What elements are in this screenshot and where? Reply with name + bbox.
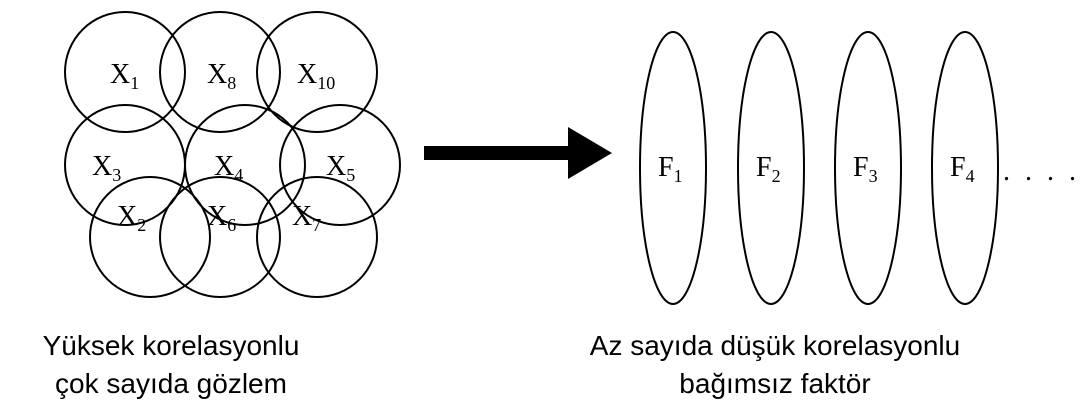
var-label-x5: X5 xyxy=(326,151,355,185)
circle-x4 xyxy=(184,104,306,226)
factor-labels: F1 F2 F3 F4 . . . . . xyxy=(658,152,1085,187)
factor-label-f2: F2 xyxy=(756,152,781,186)
arrow-head xyxy=(568,127,612,179)
var-label-x10: X10 xyxy=(297,59,335,93)
circle-x6 xyxy=(159,176,281,298)
ellipse-f4 xyxy=(931,31,999,305)
factor-label-f4: F4 xyxy=(950,152,975,186)
observation-labels: X1 X8 X10 X3 X4 X5 X2 X6 X7 xyxy=(92,59,355,235)
circle-x1 xyxy=(64,11,186,133)
left-caption-line1: Yüksek korelasyonlu xyxy=(43,330,300,361)
var-label-x7: X7 xyxy=(292,201,321,235)
factor-label-f1: F1 xyxy=(658,152,683,186)
var-label-x1: X1 xyxy=(110,59,139,93)
circle-x8 xyxy=(159,11,281,133)
var-label-x4: X4 xyxy=(214,151,243,185)
captions: Yüksek korelasyonlu çok sayıda gözlem Az… xyxy=(43,330,961,399)
factor-label-f3: F3 xyxy=(853,152,878,186)
arrow xyxy=(424,127,612,179)
var-label-x2: X2 xyxy=(117,201,146,235)
left-caption-line2: çok sayıda gözlem xyxy=(55,368,287,399)
var-label-x6: X6 xyxy=(207,201,236,235)
right-caption-line2: bağımsız faktör xyxy=(679,368,870,399)
circle-x7 xyxy=(256,176,378,298)
factor-ellipses xyxy=(639,31,999,305)
circle-x2 xyxy=(89,176,211,298)
var-label-x3: X3 xyxy=(92,151,121,185)
var-label-x8: X8 xyxy=(207,59,236,93)
ellipse-f2 xyxy=(737,31,805,305)
ellipse-f1 xyxy=(639,31,707,305)
circle-x10 xyxy=(256,11,378,133)
observation-circles xyxy=(64,11,401,298)
ellipse-f3 xyxy=(834,31,902,305)
circle-x5 xyxy=(279,104,401,226)
continuation-dots: . . . . . xyxy=(1003,156,1085,187)
right-caption-line1: Az sayıda düşük korelasyonlu xyxy=(590,330,960,361)
